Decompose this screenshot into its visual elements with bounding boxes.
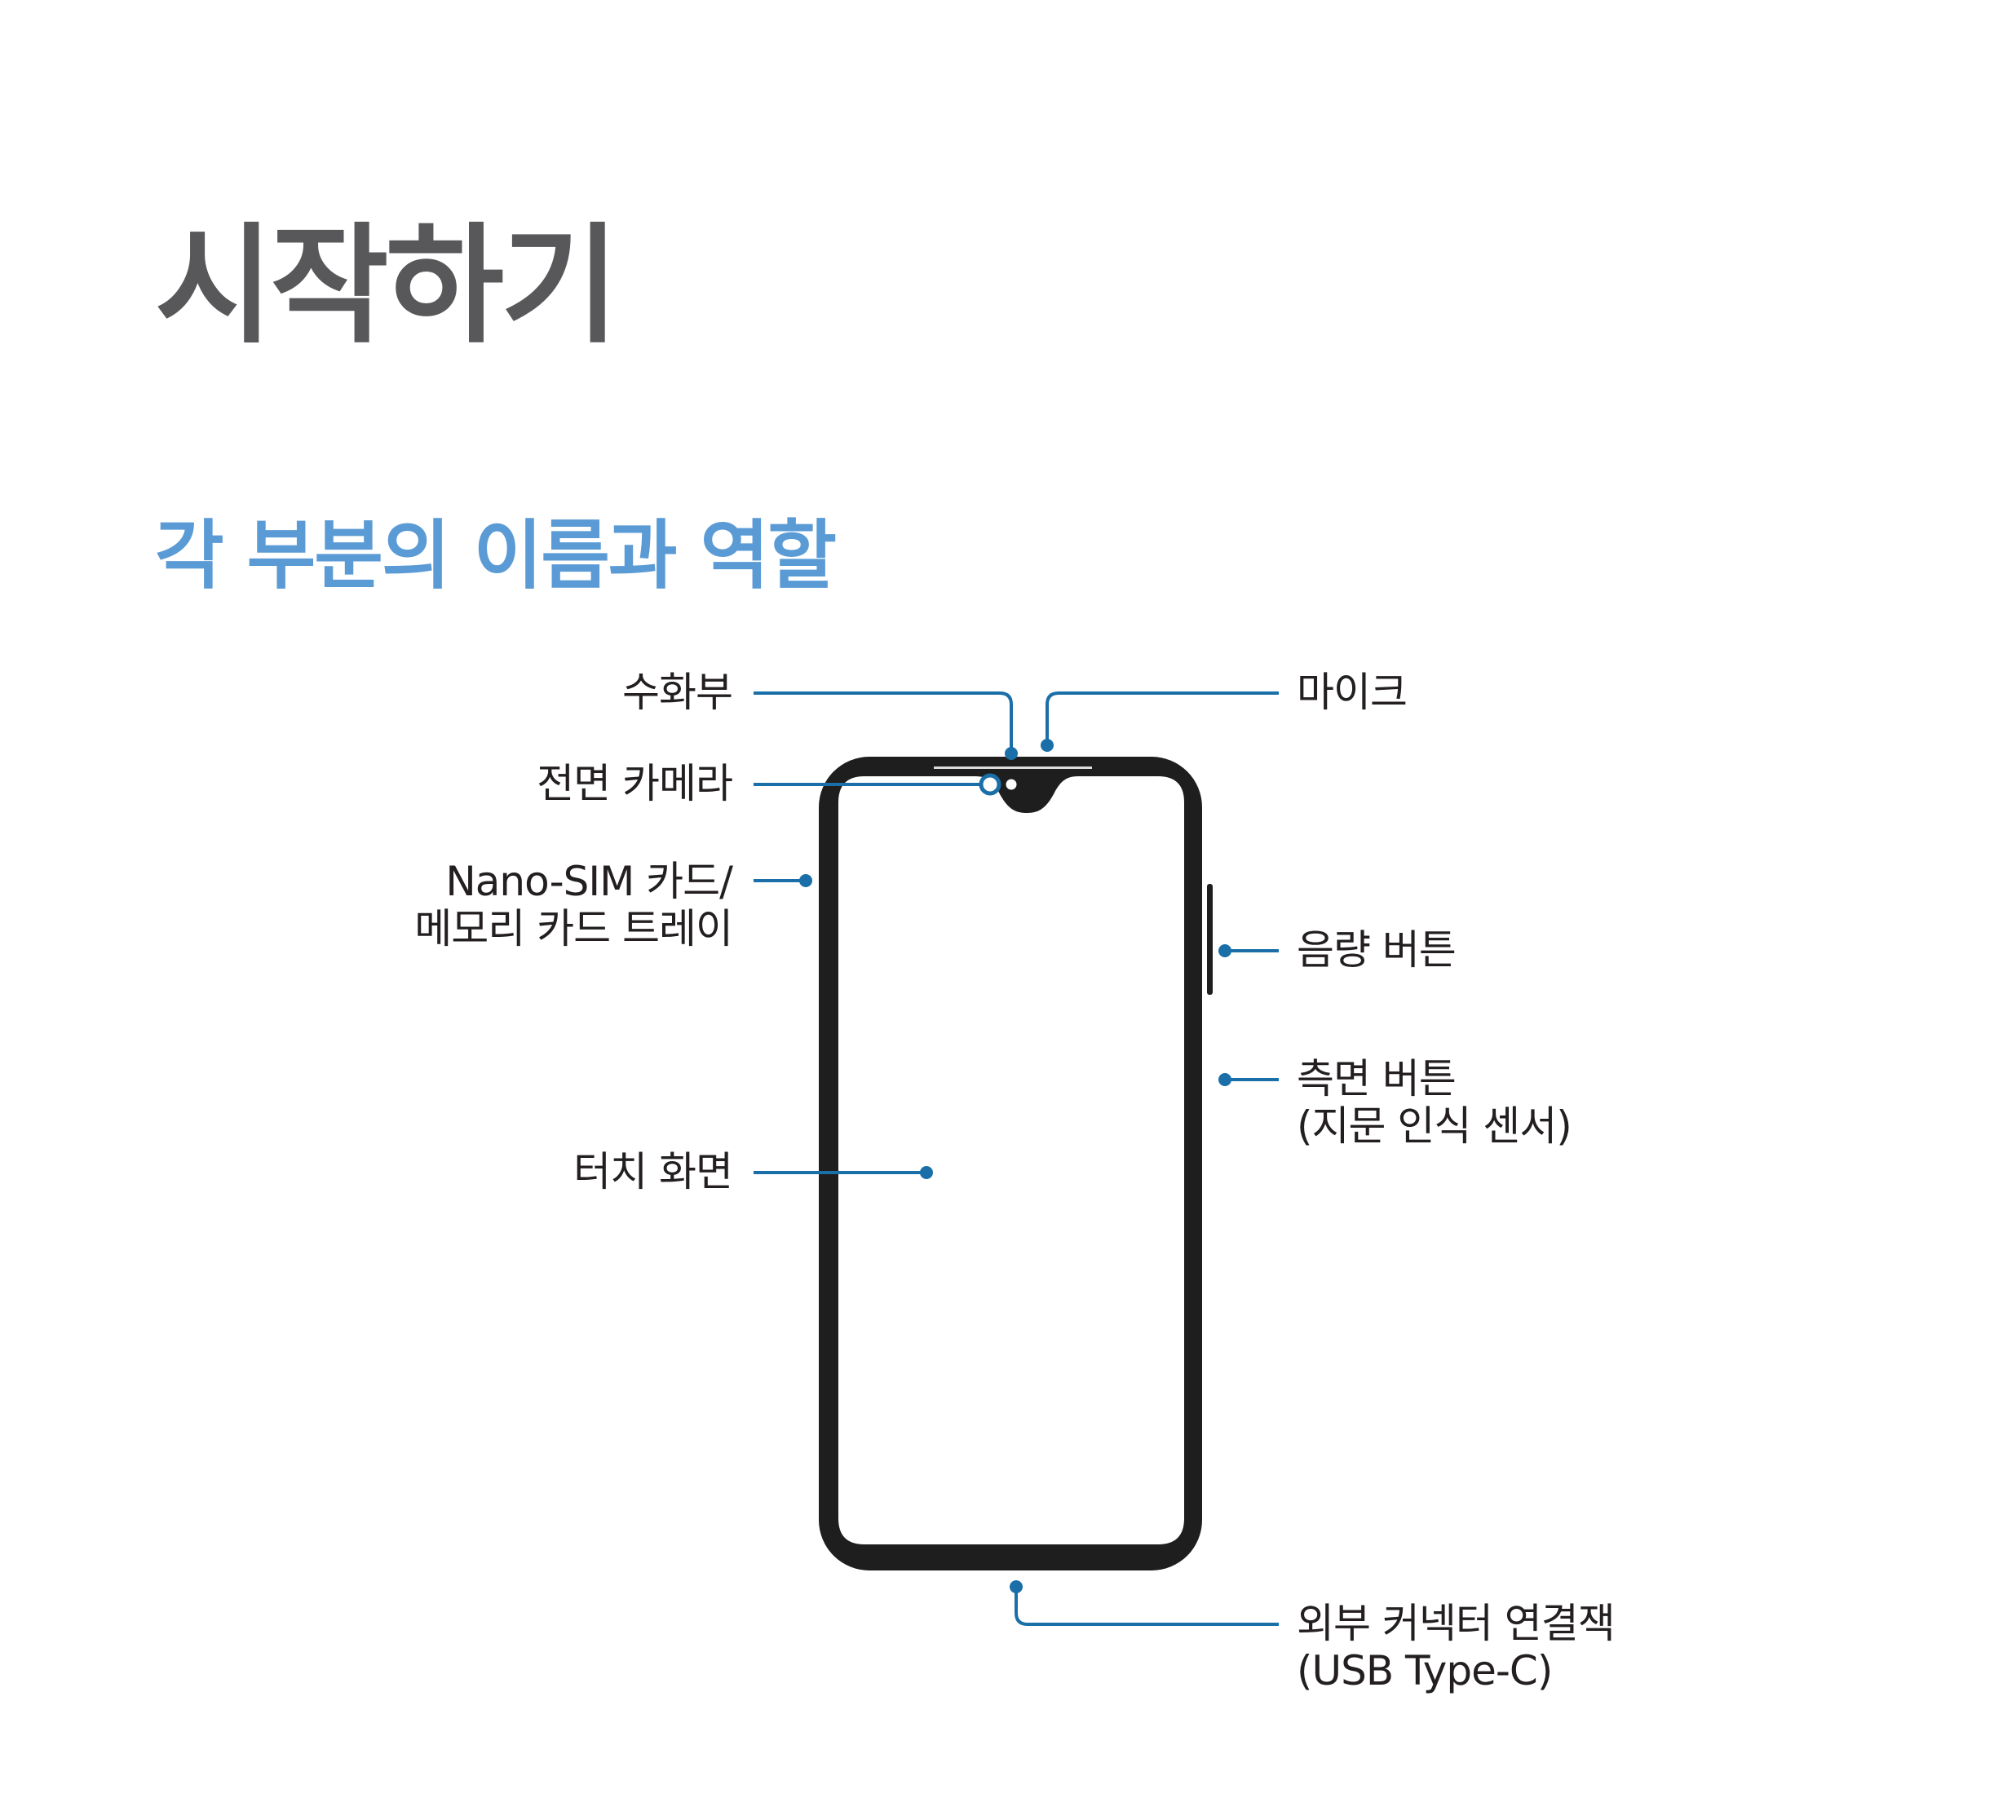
callout-dots [799, 739, 1231, 1593]
label-front-camera-line-1: 전면 카메라 [537, 760, 733, 807]
phone-illustration [819, 757, 1213, 1570]
callout-dot-usb [1010, 1580, 1023, 1593]
sim-tray-hardware [819, 871, 822, 920]
receiver-slit [934, 766, 1092, 769]
label-microphone-line-1: 마이크 [1297, 669, 1408, 716]
label-usb-connector-line-1: 외부 커넥터 연결잭 [1297, 1600, 1616, 1647]
callout-dot-sim-tray [799, 874, 812, 887]
callout-lines [754, 691, 1279, 1626]
label-side-button-line-2: (지문 인식 센서) [1297, 1102, 1572, 1150]
label-sim-tray: Nano-SIM 카드/ 메모리 카드 트레이 [414, 858, 733, 952]
label-side-button: 측면 버튼 (지문 인식 센서) [1297, 1055, 1572, 1150]
label-sim-tray-line-1: Nano-SIM 카드/ [445, 858, 733, 905]
label-touch-screen-line-1: 터치 화면 [573, 1148, 733, 1195]
callout-dot-microphone [1041, 739, 1054, 752]
label-side-button-line-1: 측면 버튼 [1297, 1055, 1457, 1102]
callout-ring-front-camera [979, 773, 1001, 796]
callout-dot-side-button [1218, 1073, 1231, 1086]
label-volume-button: 음량 버튼 [1297, 926, 1457, 974]
label-microphone: 마이크 [1297, 669, 1408, 716]
callout-dot-receiver [1005, 747, 1018, 760]
screen-area [838, 776, 1184, 1544]
label-volume-button-line-1: 음량 버튼 [1297, 926, 1457, 974]
label-usb-connector: 외부 커넥터 연결잭 (USB Type-C) [1297, 1600, 1616, 1694]
label-sim-tray-line-2: 메모리 카드 트레이 [414, 905, 733, 952]
volume-button-hardware [1207, 884, 1213, 995]
label-receiver: 수화부 [622, 669, 733, 716]
label-touch-screen: 터치 화면 [573, 1148, 733, 1195]
label-front-camera: 전면 카메라 [537, 760, 733, 807]
label-usb-connector-line-2: (USB Type-C) [1297, 1647, 1553, 1694]
callout-line-microphone [1046, 691, 1279, 742]
label-receiver-line-1: 수화부 [622, 669, 733, 716]
callout-dot-touch-screen [920, 1166, 933, 1179]
callout-dot-volume [1218, 944, 1231, 957]
page-title: 시작하기 [155, 211, 619, 361]
callout-line-usb [1015, 1588, 1279, 1626]
section-title: 각 부분의 이름과 역할 [155, 512, 837, 599]
callout-line-receiver [754, 691, 1013, 750]
camera-lens [1001, 775, 1021, 794]
